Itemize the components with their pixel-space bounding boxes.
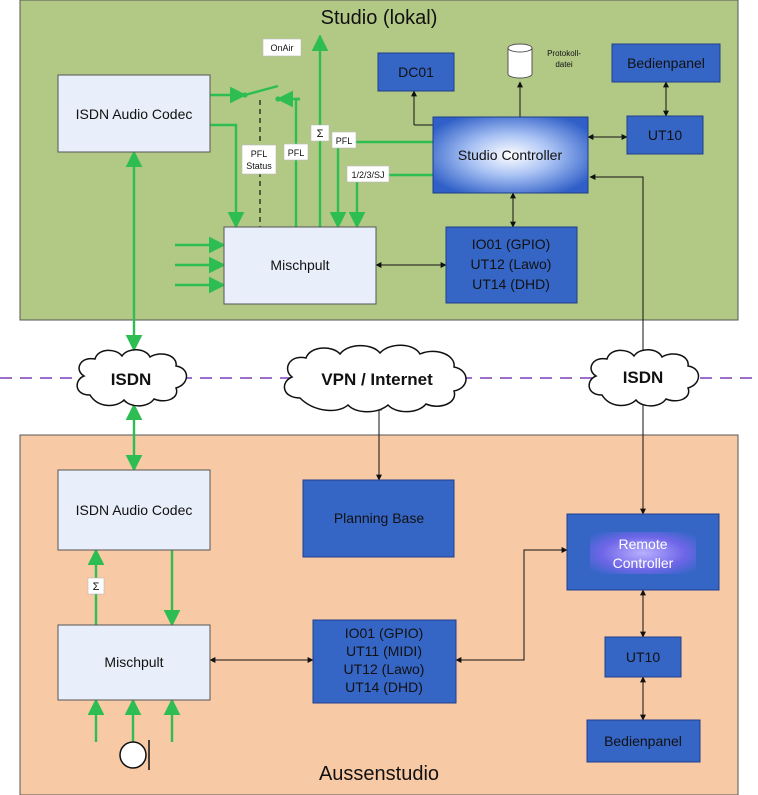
outside-mixer-label: Mischpult: [104, 654, 163, 670]
outside-bedienpanel-box: [586, 719, 701, 763]
outside-ut10-box: [604, 636, 682, 678]
studio-bedienpanel-label: Bedienpanel: [627, 55, 705, 71]
studio-bedienpanel-box: [611, 43, 721, 83]
planning-label: Planning Base: [334, 510, 425, 526]
cloud-isdn-left: ISDN: [76, 349, 188, 407]
pfl-status-tag: [241, 144, 277, 175]
studio-ut10-box: [626, 115, 704, 155]
outside-ut10-label: UT10: [626, 649, 660, 665]
microphone-icon: [119, 740, 150, 770]
outside-sigma-tag: [87, 577, 105, 595]
remote-controller-inner: [590, 532, 696, 574]
pfl-tag-2: [331, 131, 357, 149]
cloud-isdn-left-label: ISDN: [111, 370, 152, 389]
switch-arm: [244, 84, 279, 97]
studio-io-label-2: UT12 (Lawo): [471, 256, 552, 272]
studio-io-label-1: IO01 (GPIO): [472, 236, 551, 252]
planning-box: [302, 479, 455, 558]
switch-node-right: [275, 96, 281, 102]
outside-io-label-4: UT14 (DHD): [345, 679, 423, 695]
studio-controller-label: Studio Controller: [458, 147, 563, 163]
sigma-tag-studio: [310, 124, 330, 142]
studio-codec-box: [57, 74, 211, 153]
cloud-vpn: VPN / Internet: [283, 344, 467, 413]
outside-io-label-1: IO01 (GPIO): [345, 625, 424, 641]
studio-io-label-3: UT14 (DHD): [472, 276, 550, 292]
protokoll-label-2: datei: [555, 60, 573, 69]
audio-codec-mixer: [210, 123, 245, 229]
dc01-box: [377, 52, 455, 92]
remote-controller-label-1: Remote: [618, 536, 667, 552]
dc01-label: DC01: [398, 64, 434, 80]
pfl-tag-1: [283, 143, 309, 161]
channels-label: 1/2/3/SJ: [351, 170, 384, 180]
outside-codec-box: [57, 469, 211, 551]
audio-pfl-bus: [294, 97, 300, 227]
outside-io-label-3: UT12 (Lawo): [344, 661, 425, 677]
studio-title: Studio (lokal): [321, 7, 438, 29]
onair-tag: [262, 38, 302, 57]
pfl-label-2: PFL: [336, 136, 353, 146]
studio-controller-box: [432, 116, 589, 194]
conn-io-remote: [455, 547, 568, 663]
remote-controller-label-2: Controller: [613, 555, 674, 571]
pfl-label-1: PFL: [288, 148, 305, 158]
protokoll-label-1: Protokoll-: [547, 49, 581, 58]
outside-sigma-label: Σ: [93, 581, 100, 593]
cloud-isdn-right-label: ISDN: [623, 368, 664, 387]
studio-mixer-label: Mischpult: [270, 257, 329, 273]
switch-node-left: [242, 92, 248, 98]
outside-codec-label: ISDN Audio Codec: [76, 502, 193, 518]
outside-mixer-box: [57, 624, 211, 701]
studio-ut10-label: UT10: [648, 127, 682, 143]
outside-title: Aussenstudio: [319, 763, 439, 785]
studio-mixer-box: [223, 226, 377, 305]
outside-bedienpanel-label: Bedienpanel: [604, 733, 682, 749]
studio-io-box: [445, 226, 578, 304]
pfl-status-label-1: PFL: [251, 149, 268, 159]
protokoll-cylinder: [507, 43, 533, 79]
cloud-vpn-label: VPN / Internet: [321, 370, 433, 389]
outside-io-box: [312, 619, 457, 704]
outside-io-label-2: UT11 (MIDI): [346, 643, 422, 659]
onair-label: OnAir: [270, 43, 293, 53]
channels-tag: [346, 165, 390, 183]
pfl-status-label-2: Status: [246, 161, 272, 171]
sigma-label-studio: Σ: [317, 128, 324, 140]
studio-codec-label: ISDN Audio Codec: [76, 106, 193, 122]
audio-connections: [87, 34, 433, 742]
cloud-isdn-right: ISDN: [588, 349, 700, 407]
